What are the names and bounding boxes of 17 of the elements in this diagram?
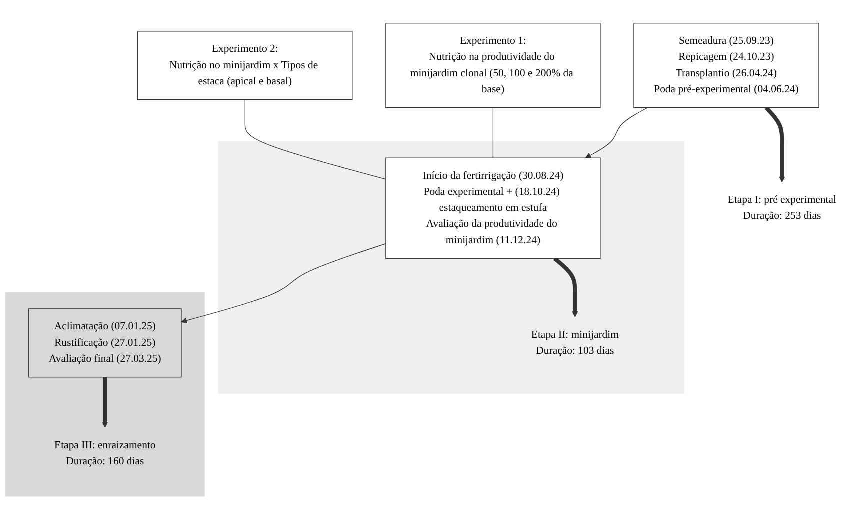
node-text: Etapa I: pré experimental Duração: 253 dias — [728, 194, 837, 222]
arrow — [553, 257, 578, 318]
connector — [244, 99, 386, 180]
cluster — [5, 292, 205, 497]
node-text: Etapa III: enraizamento Duração: 160 dias — [54, 440, 156, 468]
cluster — [218, 141, 684, 394]
node-box: Semeadura (25.09.23) Repicagem (24.10.23) Transplantio (26.04.24) Poda pré-experimental (04.06.24) — [634, 23, 820, 108]
arrow — [764, 106, 786, 182]
node-box: Experimento 1: Nutrição na produtividade do minijardim clonal (50, 100 e 200% da base) — [386, 23, 601, 108]
arrow — [102, 377, 108, 428]
arrow — [181, 244, 386, 324]
node-box: Experimento 2: Nutrição no minijardim x Tipos de estaca (apical e basal) — [138, 31, 353, 100]
connector — [492, 107, 494, 158]
node-box: Início da fertirrigação (30.08.24) Poda experimental + (18.10.24) estaqueamento em estufa Avaliação da produtividade do minijardim (11.12.24) — [386, 158, 601, 259]
arrow — [585, 107, 648, 158]
node-box: Aclimatação (07.01.25) Rustificação (27.01.25) Avaliação final (27.03.25) — [28, 308, 182, 378]
node-text: Etapa II: minijardim Duração: 103 dias — [531, 329, 619, 357]
